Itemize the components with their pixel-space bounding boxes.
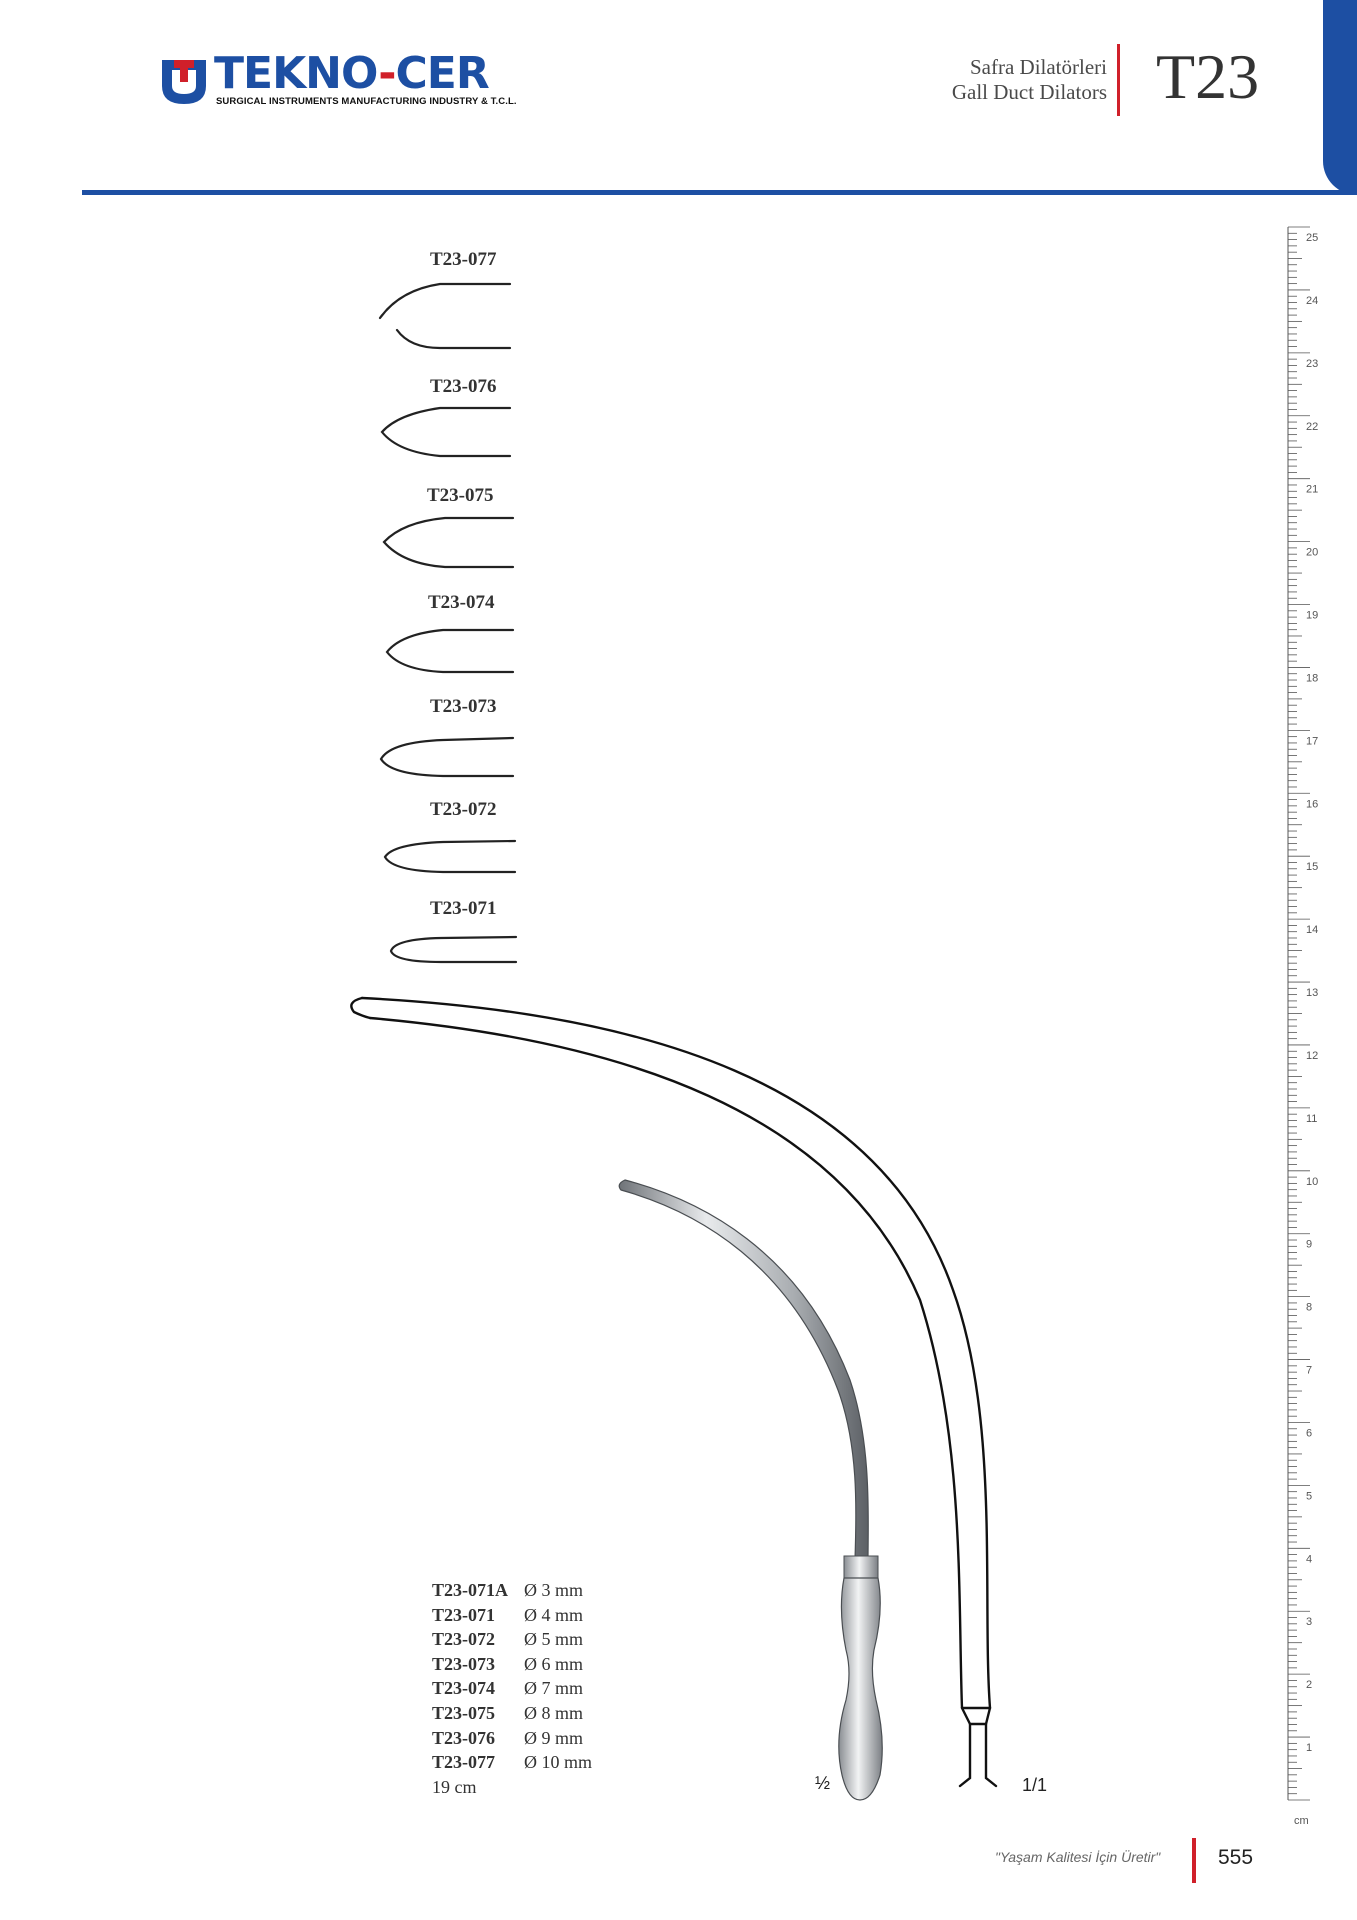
ruler-label: 7 <box>1306 1365 1312 1377</box>
series-code: T23 <box>1156 41 1260 112</box>
tip-label-t23-071: T23-071 <box>430 898 497 919</box>
spec-row: T23-075 Ø 8 mm <box>432 1701 592 1726</box>
page-title-tr: Safra Dilatörleri <box>969 55 1107 79</box>
tip-outline-t23-076 <box>380 406 512 458</box>
spec-size: Ø 4 mm <box>524 1604 584 1625</box>
spec-row: T23-071 Ø 4 mm <box>432 1603 592 1628</box>
ruler-label: 4 <box>1306 1553 1312 1565</box>
header-blue-corner <box>1323 0 1357 195</box>
spec-code: T23-077 <box>432 1752 495 1773</box>
ruler-label: 8 <box>1306 1302 1312 1314</box>
tip-outline-t23-077 <box>378 282 512 350</box>
ruler-label: 2 <box>1306 1679 1312 1691</box>
spec-row: T23-076 Ø 9 mm <box>432 1726 592 1751</box>
tip-label-t23-074: T23-074 <box>428 592 495 613</box>
spec-row: T23-077 Ø 10 mm <box>432 1750 592 1775</box>
spec-size: Ø 8 mm <box>524 1702 584 1723</box>
brand-mark-icon <box>162 60 206 104</box>
ruler-label: 17 <box>1306 735 1318 747</box>
tip-outline-t23-075 <box>382 516 515 569</box>
ruler-unit: cm <box>1294 1815 1309 1827</box>
spec-row: T23-073 Ø 6 mm <box>432 1652 592 1677</box>
spec-row: T23-071A Ø 3 mm <box>432 1578 592 1603</box>
page-title-block: Safra Dilatörleri Gall Duct Dilators <box>952 55 1107 105</box>
spec-size: Ø 7 mm <box>524 1678 584 1699</box>
spec-code: T23-075 <box>432 1702 495 1723</box>
page-title-en: Gall Duct Dilators <box>951 80 1107 104</box>
spec-size: Ø 10 mm <box>524 1752 593 1773</box>
ruler-label: 3 <box>1306 1616 1312 1628</box>
footer-quote: "Yaşam Kalitesi İçin Üretir" <box>995 1849 1161 1865</box>
page-number: 555 <box>1218 1846 1254 1869</box>
brand-logo: TEKNO-CER SURGICAL INSTRUMENTS MANUFACTU… <box>160 48 516 112</box>
ruler-label: 5 <box>1306 1490 1312 1502</box>
spec-code: T23-071A <box>432 1580 508 1600</box>
spec-code: T23-071 <box>432 1604 495 1625</box>
title-divider <box>1117 44 1120 116</box>
ruler-label: 19 <box>1306 610 1318 622</box>
ruler-label: 20 <box>1306 547 1318 559</box>
ruler-label: 23 <box>1306 358 1318 370</box>
ruler-label: 14 <box>1306 924 1318 936</box>
ruler-label: 9 <box>1306 1239 1312 1251</box>
full-scale-dilator <box>350 996 998 1788</box>
spec-row: T23-074 Ø 7 mm <box>432 1676 592 1701</box>
tip-label-t23-075: T23-075 <box>427 485 494 506</box>
spec-size: Ø 6 mm <box>524 1653 584 1674</box>
ruler-label: 15 <box>1306 861 1318 873</box>
brand-name-dash: - <box>378 48 396 99</box>
ruler-label: 22 <box>1306 421 1318 433</box>
tip-label-t23-073: T23-073 <box>430 696 497 717</box>
ruler-label: 12 <box>1306 1050 1318 1062</box>
brand-name: TEKNO-CER <box>214 48 490 99</box>
scale-label-half: ½ <box>815 1773 831 1793</box>
ruler-label: 13 <box>1306 987 1318 999</box>
tip-label-t23-076: T23-076 <box>430 376 497 397</box>
tip-label-t23-072: T23-072 <box>430 799 497 820</box>
ruler-label: 21 <box>1306 484 1318 496</box>
spec-row: T23-072 Ø 5 mm <box>432 1627 592 1652</box>
instrument-length: 19 cm <box>432 1776 477 1797</box>
ruler-label: 24 <box>1306 295 1318 307</box>
tip-outline-t23-074 <box>385 628 515 674</box>
scale-label-full: 1/1 <box>1022 1775 1048 1795</box>
tip-label-t23-077: T23-077 <box>430 249 497 270</box>
half-scale-dilator <box>618 1179 883 1801</box>
tip-outline-t23-071 <box>389 935 518 964</box>
spec-size: Ø 5 mm <box>524 1629 584 1650</box>
footer-divider <box>1192 1838 1196 1883</box>
centimeter-ruler: 1234567891011121314151617181920212223242… <box>1287 226 1318 1827</box>
spec-size: Ø 3 mm <box>524 1580 584 1600</box>
ruler-label: 1 <box>1306 1742 1312 1754</box>
spec-code: T23-073 <box>432 1653 495 1674</box>
ruler-label: 6 <box>1306 1427 1312 1439</box>
tip-outline-t23-072 <box>383 839 517 874</box>
brand-name-left: TEKNO <box>214 48 379 99</box>
spec-code: T23-074 <box>432 1678 495 1699</box>
spec-size: Ø 9 mm <box>524 1727 584 1748</box>
ruler-label: 10 <box>1306 1176 1318 1188</box>
header-rule <box>82 190 1357 195</box>
brand-tagline: SURGICAL INSTRUMENTS MANUFACTURING INDUS… <box>216 96 517 107</box>
ruler-label: 25 <box>1306 232 1318 244</box>
spec-code: T23-072 <box>432 1629 495 1650</box>
ruler-label: 16 <box>1306 798 1318 810</box>
ruler-label: 11 <box>1306 1113 1317 1125</box>
spec-code: T23-076 <box>432 1727 495 1748</box>
brand-name-right: CER <box>395 48 489 99</box>
ruler-label: 18 <box>1306 672 1318 684</box>
tip-outline-t23-073 <box>379 736 515 778</box>
spec-list: T23-071A Ø 3 mm T23-071 Ø 4 mm T23-072 Ø 5 … <box>432 1578 592 1799</box>
